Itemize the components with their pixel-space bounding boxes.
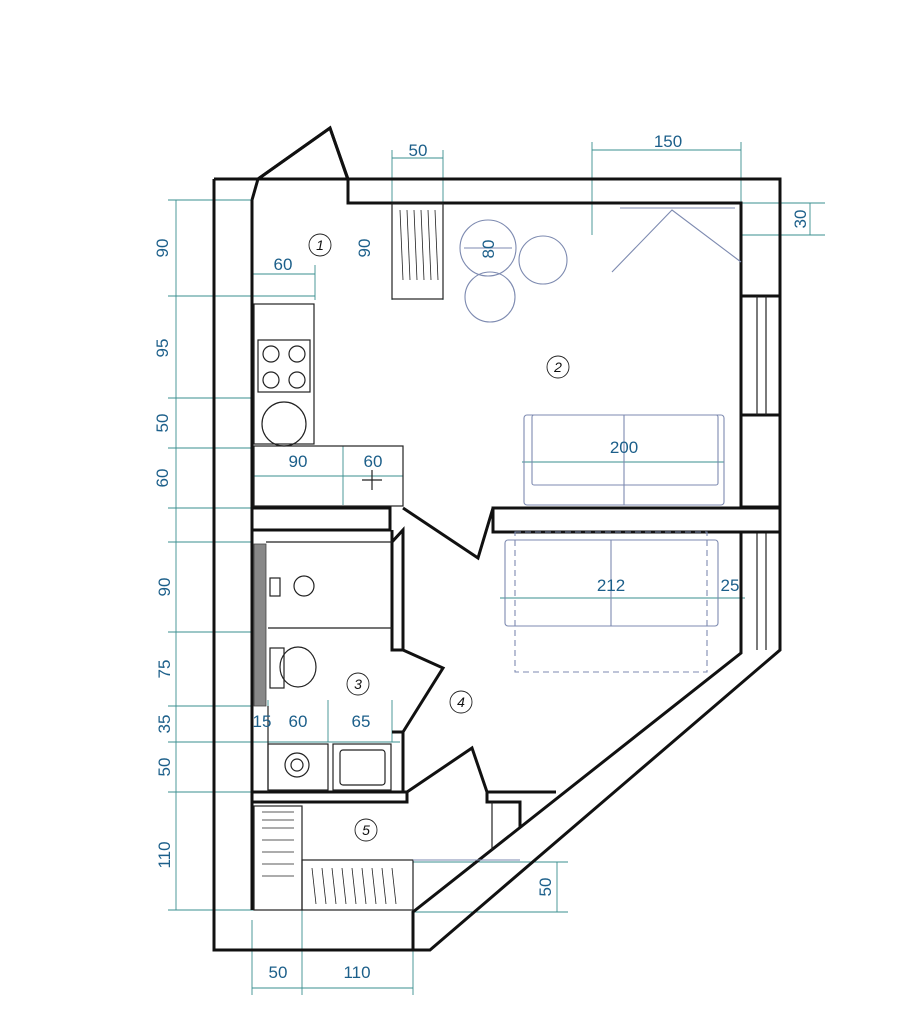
dim-counter-90: 90 <box>289 452 308 471</box>
dim-left-60: 60 <box>153 469 172 488</box>
dim-bottom-50: 50 <box>269 963 288 982</box>
dim-bath-60: 60 <box>289 712 308 731</box>
dim-left-50b: 50 <box>155 758 174 777</box>
svg-text:1: 1 <box>316 237 324 253</box>
wardrobe-hangers-top <box>399 209 439 281</box>
dim-sofa-200: 200 <box>610 438 638 457</box>
dim-left-50: 50 <box>153 414 172 433</box>
dim-table-80: 80 <box>479 240 498 259</box>
dim-left-90: 90 <box>153 239 172 258</box>
room-3-label: 3 <box>346 672 370 696</box>
dim-counter-60: 60 <box>274 255 293 274</box>
dim-left-110: 110 <box>155 841 174 868</box>
dim-top-50: 50 <box>409 141 428 160</box>
dim-left-95: 95 <box>153 339 172 358</box>
dim-right-30: 30 <box>791 210 810 229</box>
svg-text:2: 2 <box>553 359 562 375</box>
dim-bath-15: 15 <box>253 712 272 731</box>
svg-text:3: 3 <box>354 676 362 692</box>
wardrobe-hangers-bottom <box>262 811 397 905</box>
dim-counter-60b: 60 <box>364 452 383 471</box>
room-2-label: 2 <box>546 355 570 379</box>
dim-bath-65: 65 <box>352 712 371 731</box>
room-1-label: 1 <box>308 233 332 257</box>
dim-bed-212: 212 <box>597 576 625 595</box>
svg-text:4: 4 <box>457 694 465 710</box>
dim-bed-25: 25 <box>721 576 740 595</box>
dim-left-75: 75 <box>155 660 174 679</box>
furniture <box>253 202 742 911</box>
svg-text:5: 5 <box>362 822 370 838</box>
dim-hall-50: 50 <box>536 878 555 897</box>
room-labels: 1 2 3 4 5 <box>308 233 570 842</box>
dim-bottom-110: 110 <box>343 963 370 982</box>
dim-fridge-90: 90 <box>355 239 374 258</box>
dimension-lines <box>168 142 825 995</box>
dim-left-90b: 90 <box>155 578 174 597</box>
room-5-label: 5 <box>354 818 378 842</box>
room-4-label: 4 <box>449 690 473 714</box>
dim-left-35: 35 <box>155 715 174 734</box>
dimension-labels: 50 150 30 90 95 50 60 90 75 35 50 110 60… <box>153 132 810 982</box>
walls <box>212 125 782 952</box>
dim-top-150: 150 <box>654 132 682 151</box>
